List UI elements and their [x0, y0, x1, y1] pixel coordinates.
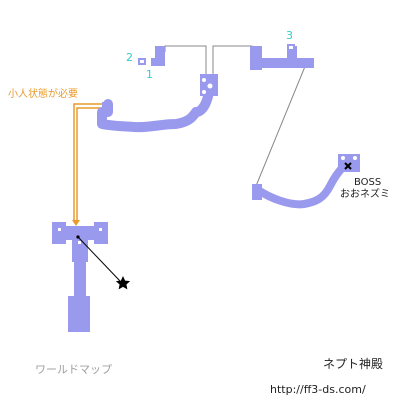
marker-3: 3	[286, 29, 293, 42]
room-3-top	[287, 46, 297, 60]
room-1	[151, 58, 165, 66]
boss-corridor	[254, 162, 348, 209]
cell-junction-a	[202, 78, 206, 82]
cell-entrance-mid	[78, 241, 81, 244]
boss-name: おおネズミ	[340, 189, 390, 200]
boss-corridor-start	[252, 184, 262, 200]
dungeon-paths	[138, 44, 314, 96]
entrance-structure	[52, 222, 108, 332]
entrance-top-right	[94, 222, 108, 244]
cross-icon	[344, 162, 352, 170]
marker-1: 1	[146, 68, 153, 81]
room-3-bar	[250, 58, 314, 68]
entrance-base	[68, 296, 90, 332]
cell-junction-c	[202, 90, 206, 94]
upper-corridor	[97, 87, 214, 133]
boss-label: BOSS	[354, 177, 382, 188]
small-route-line-inner	[76, 107, 103, 222]
site-url: http://ff3-ds.com/	[270, 383, 366, 396]
room-1-top	[155, 46, 165, 60]
small-required-note: 小人状態が必要	[8, 89, 78, 100]
connector-junction-to-room3	[212, 45, 253, 76]
cell-boss-a	[341, 156, 345, 160]
floor-cells	[58, 46, 357, 244]
star-icon	[115, 276, 131, 290]
cell-entrance-right	[99, 228, 102, 231]
connector-room1-to-junction	[164, 45, 207, 76]
cell-room3	[289, 46, 293, 49]
world-map-exit-label: ワールドマップ	[35, 363, 112, 376]
cell-room1	[140, 60, 144, 63]
small-route-line	[73, 103, 103, 222]
map-title: ネプト神殿	[323, 357, 384, 371]
cross-icon-stroke-2	[344, 162, 352, 170]
boss-room	[338, 154, 360, 172]
entrance-column	[74, 258, 86, 296]
entrance-stem	[72, 236, 88, 262]
upper-corridor-end	[102, 102, 112, 114]
small-route-arrow-down	[72, 220, 80, 226]
treasure-pointer-dot	[76, 235, 80, 239]
cell-boss-b	[353, 156, 357, 160]
marker-2: 2	[126, 51, 133, 64]
entrance-top-left	[52, 222, 66, 244]
cell-junction-b	[207, 83, 213, 89]
connector-room3-to-boss-path	[255, 63, 307, 187]
cell-entrance-left	[58, 228, 61, 231]
treasure-pointer-line	[77, 236, 121, 282]
